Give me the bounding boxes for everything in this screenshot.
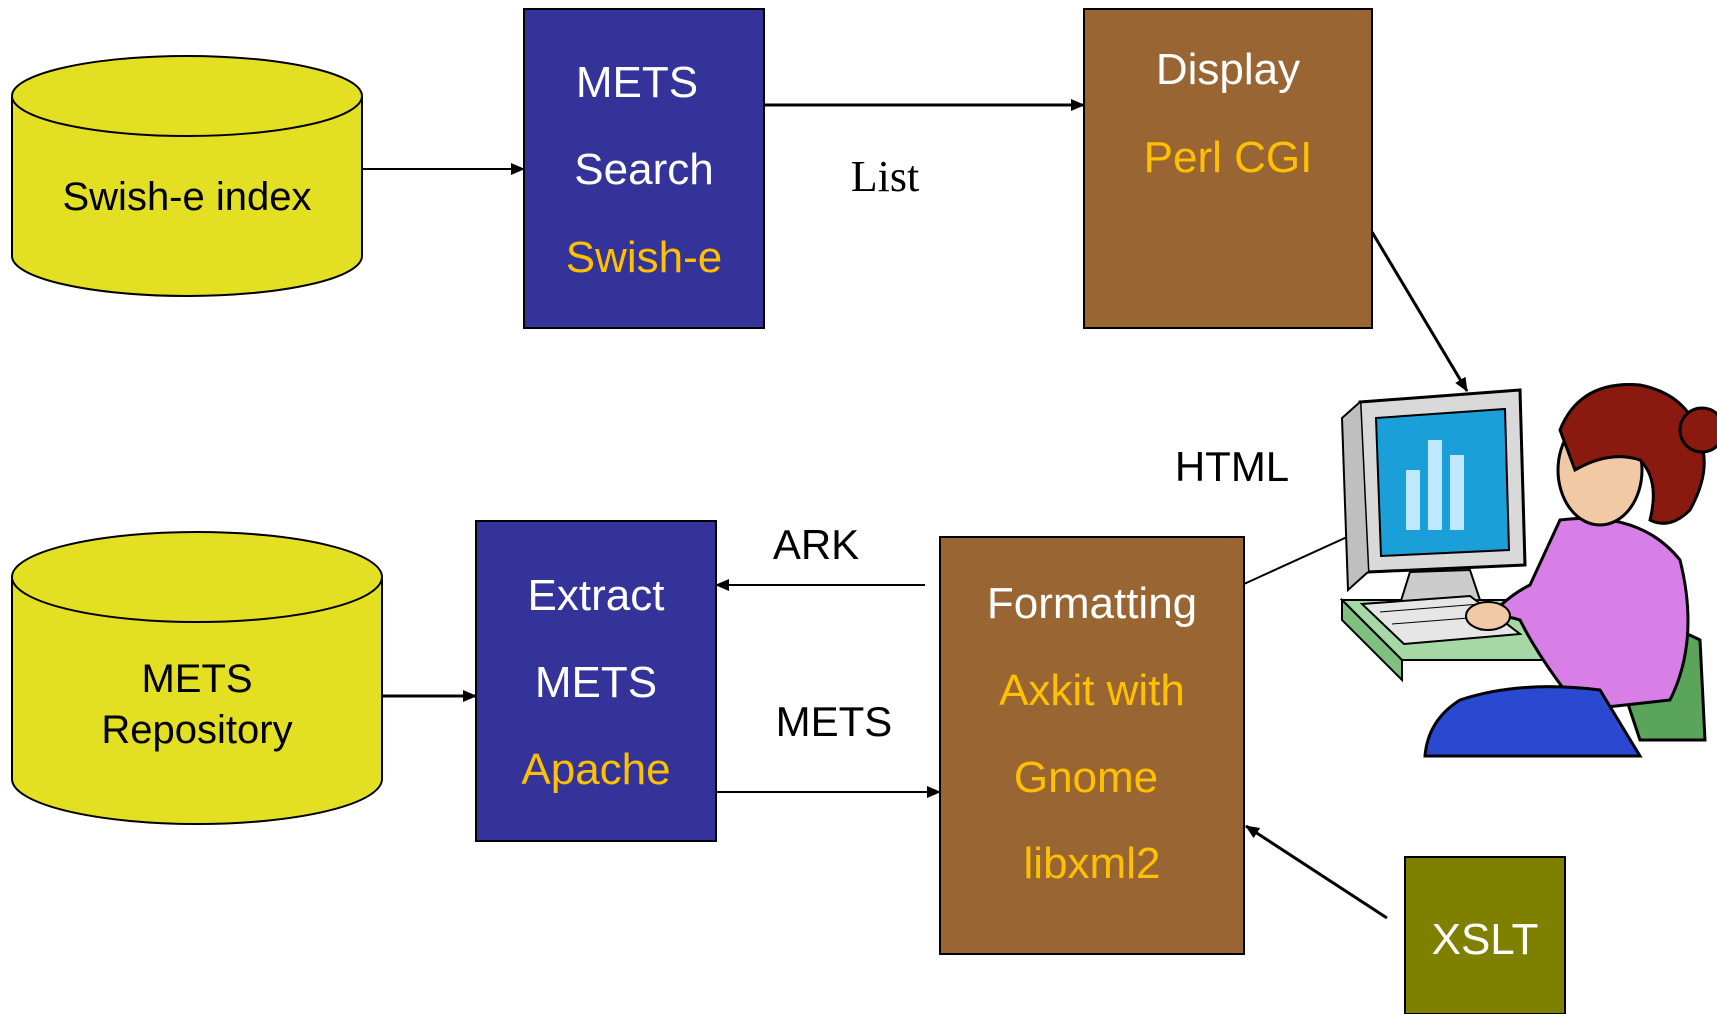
arrow-display-to-user [1370,231,1469,392]
edge-label-list: List [851,152,919,201]
edge-label-ark: ARK [773,521,859,568]
formatting-tech-2: Gnome [1014,753,1158,802]
swish-e-index-label: Swish-e index [62,175,311,219]
extract-tech: Apache [521,745,670,794]
edge-label-html: HTML [1175,443,1289,490]
extract-title-1: Extract [528,571,665,620]
edge-label-mets: METS [776,698,893,745]
formatting-tech-3: libxml2 [1024,839,1161,888]
mets-repository-label-1: METS [141,657,252,701]
display-box: Display Perl CGI [1083,8,1373,329]
arrow-xslt-to-formatting [1245,824,1388,920]
formatting-box: Formatting Axkit with Gnome libxml2 [939,536,1245,955]
extract-mets-box: Extract METS Apache [475,520,717,842]
edges [362,99,1469,920]
formatting-tech-1: Axkit with [999,666,1185,715]
mets-repository-label-2: Repository [101,708,292,752]
mets-repository-cylinder: METS Repository [11,531,383,825]
formatting-title: Formatting [987,579,1197,628]
mets-search-box: METS Search Swish-e [523,8,765,329]
xslt-box: XSLT [1404,856,1566,1014]
mets-search-title-2: Search [574,145,713,194]
display-title: Display [1156,45,1300,94]
swish-e-index-cylinder: Swish-e index [11,55,363,297]
mets-search-tech: Swish-e [566,233,723,282]
display-tech: Perl CGI [1144,133,1313,182]
mets-search-title-1: METS [576,58,698,107]
xslt-label: XSLT [1432,915,1539,964]
extract-title-2: METS [535,658,657,707]
user-at-computer-icon [1339,383,1717,758]
